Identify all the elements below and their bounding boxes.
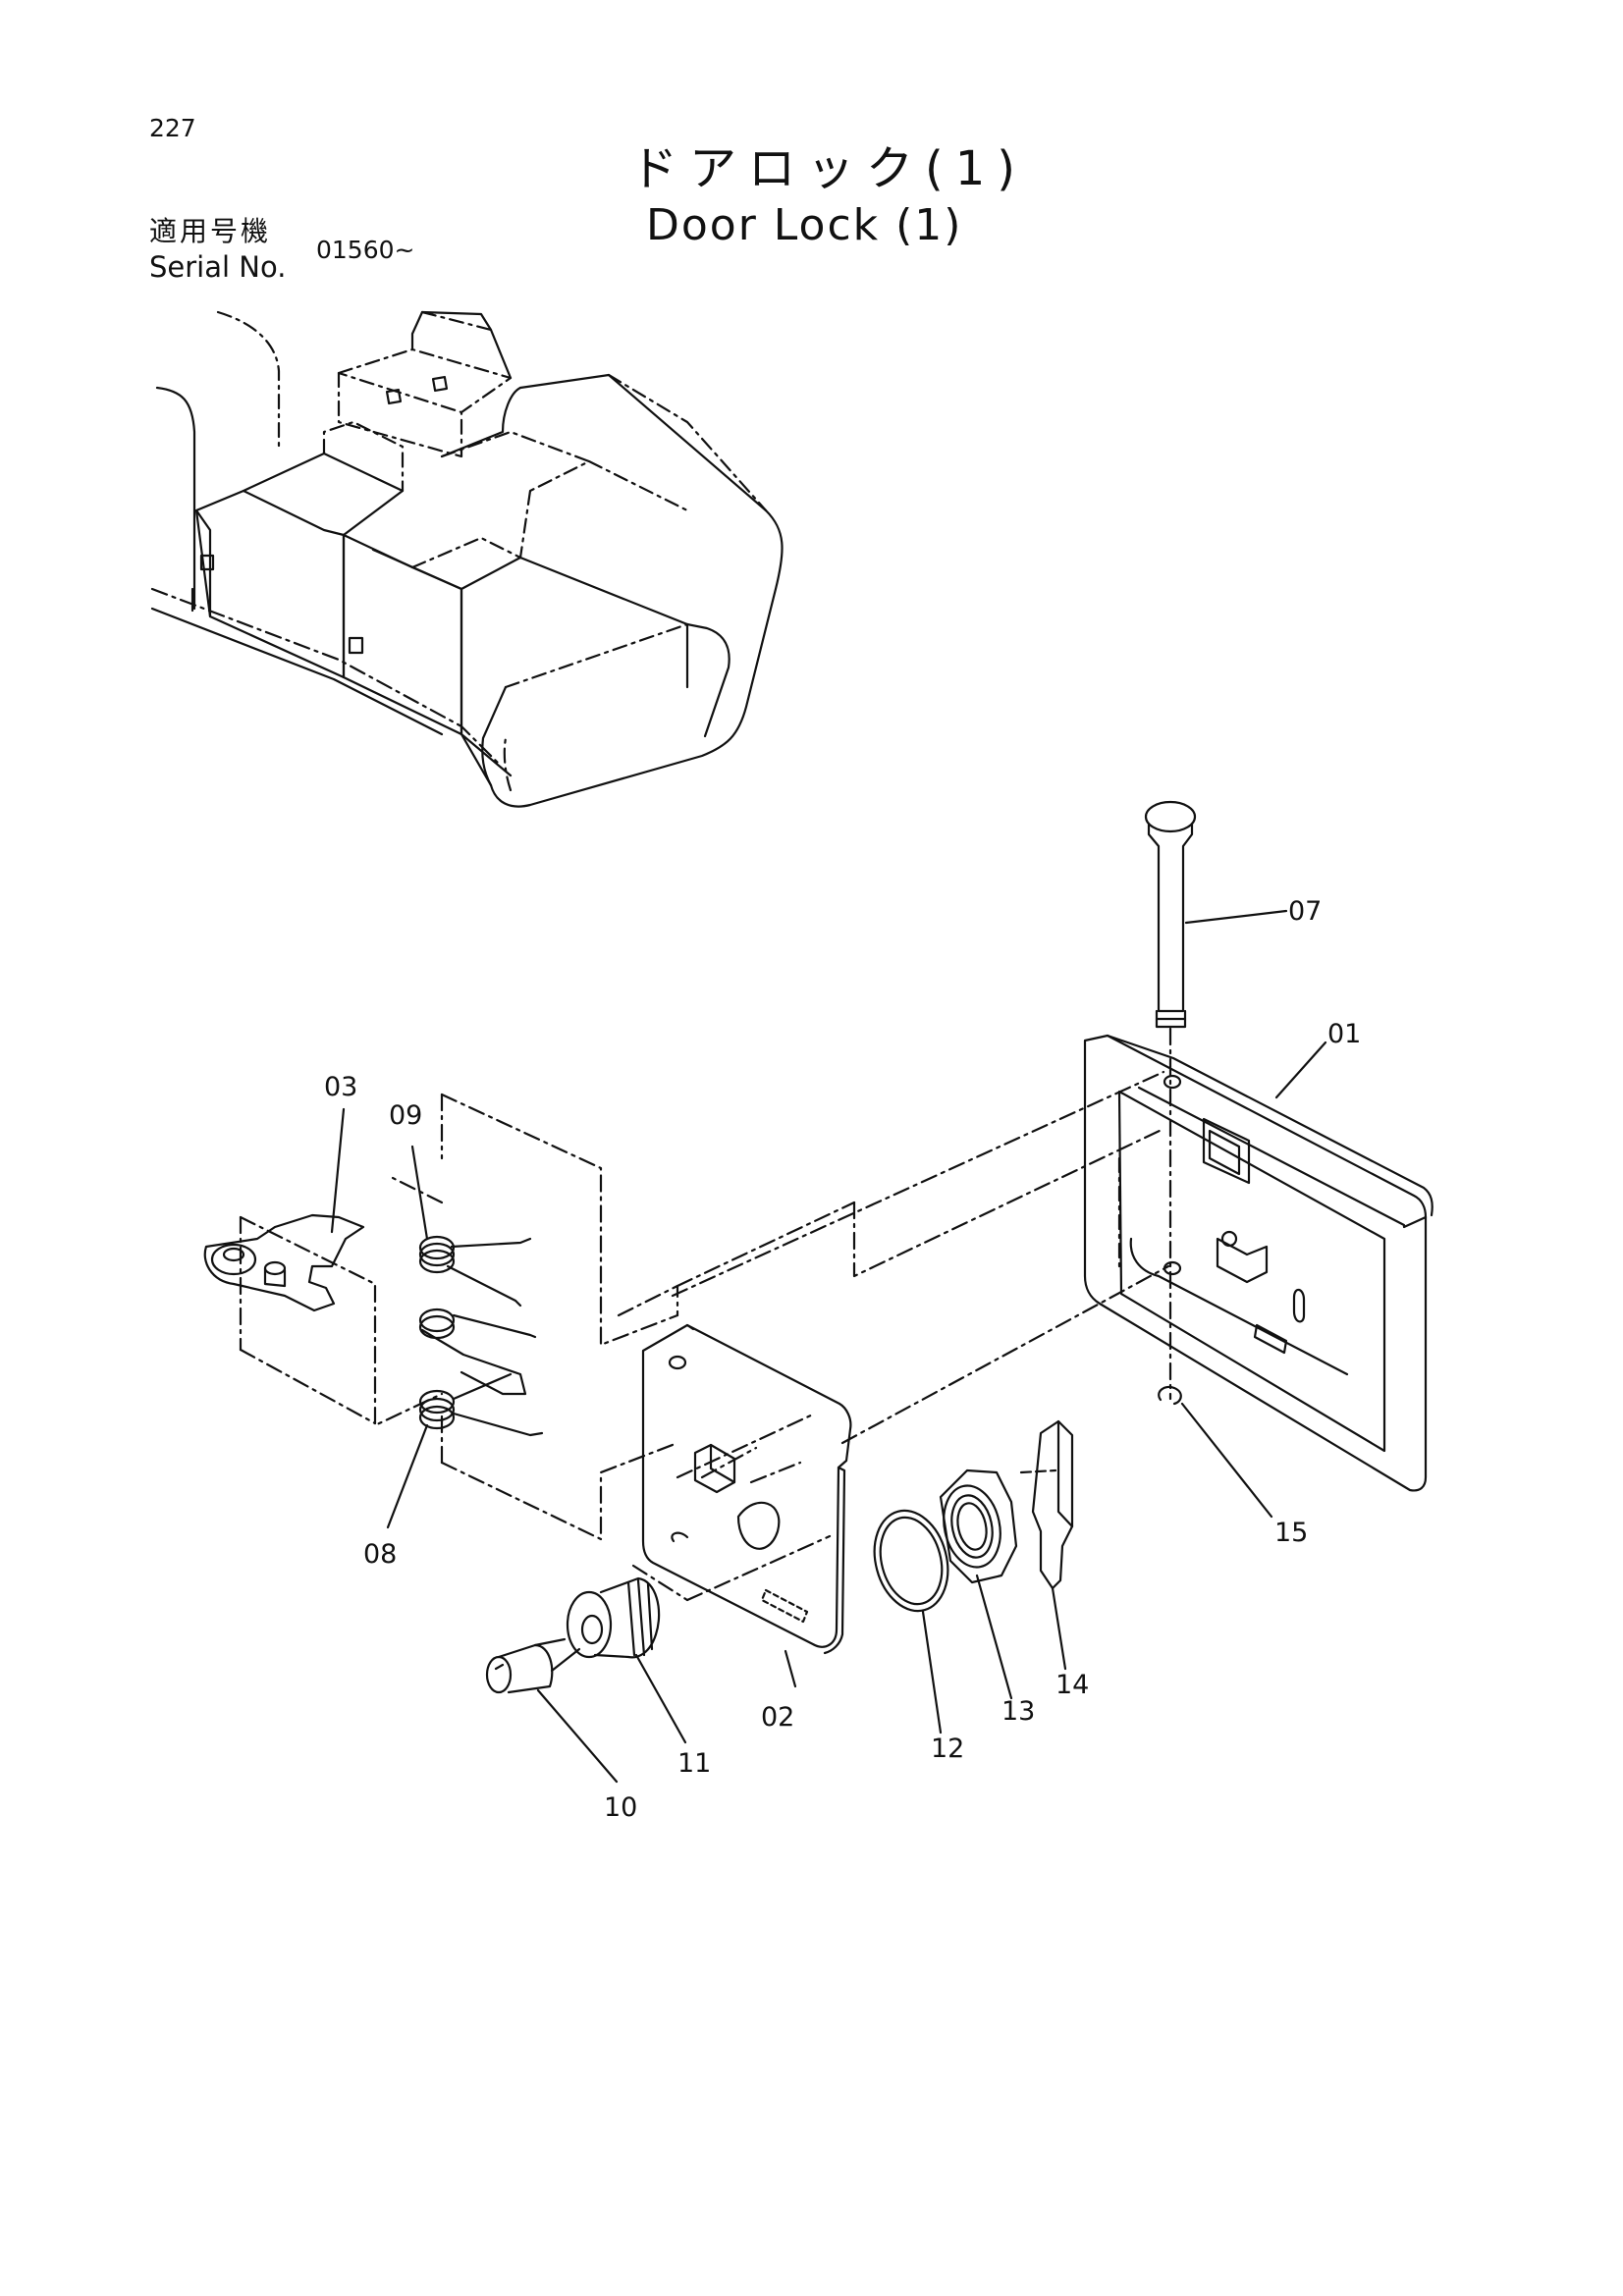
lock-cylinder-part-11 — [566, 1576, 687, 1744]
serial-number-value: 01560~ — [316, 236, 415, 264]
callout-10: 10 — [604, 1792, 637, 1823]
callout-08: 08 — [363, 1539, 397, 1570]
callout-13: 13 — [1001, 1696, 1035, 1727]
serial-label-english: Serial No. — [149, 250, 287, 284]
page-number: 227 — [149, 114, 196, 142]
o-ring-part-12 — [873, 1509, 949, 1735]
pin-part-07 — [1144, 800, 1288, 1029]
serial-label-japanese: 適用号機 — [149, 215, 272, 247]
title-english: Door Lock (1) — [646, 200, 963, 250]
part-callout-labels: 07 01 03 09 08 15 14 13 12 02 11 10 — [324, 896, 1361, 1823]
clip-part-15 — [1158, 1385, 1273, 1519]
latch-part-03 — [203, 1107, 365, 1312]
assembly-guide-lines — [239, 1027, 1172, 1602]
cam-part-14 — [1019, 1419, 1074, 1671]
callout-12: 12 — [931, 1734, 964, 1764]
springs-part-08-09 — [386, 1145, 544, 1529]
plate-part-02 — [641, 1323, 852, 1688]
callout-09: 09 — [389, 1100, 422, 1131]
callout-07: 07 — [1288, 896, 1322, 927]
nut-part-13 — [939, 1468, 1018, 1700]
lock-housing-part-01 — [1083, 1034, 1434, 1492]
key-cylinder-part-10 — [485, 1637, 619, 1784]
callout-15: 15 — [1274, 1518, 1308, 1548]
title-japanese: ドアロック(1) — [630, 141, 1027, 196]
callout-01: 01 — [1327, 1019, 1361, 1049]
callout-11: 11 — [677, 1748, 711, 1779]
callout-03: 03 — [324, 1072, 357, 1102]
callout-14: 14 — [1055, 1670, 1089, 1700]
callout-02: 02 — [761, 1702, 794, 1733]
machine-overview-illustration — [150, 310, 784, 808]
